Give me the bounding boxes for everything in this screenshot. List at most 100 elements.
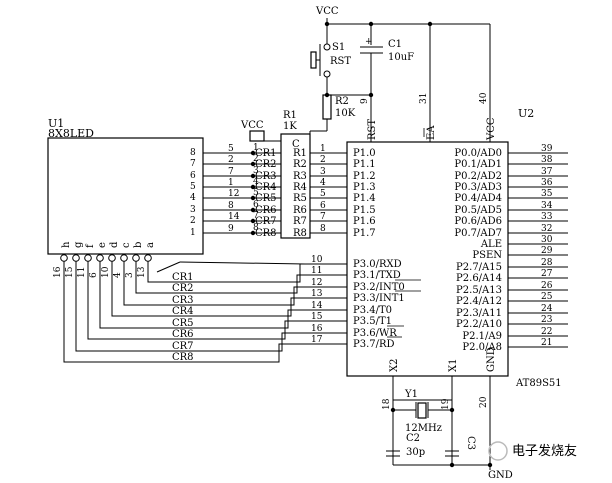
pin-number: 21 bbox=[541, 338, 552, 348]
pin-label: P2.3/A11 bbox=[456, 308, 502, 319]
pin-number: 5 bbox=[320, 189, 326, 199]
pin-terminal bbox=[144, 254, 152, 262]
pin-number: 12 bbox=[311, 278, 322, 288]
pin-number: 28 bbox=[541, 258, 553, 268]
pin-number: 2 bbox=[320, 155, 326, 165]
pin-label: P3.6/WR bbox=[353, 328, 397, 339]
rarray-common: C bbox=[292, 139, 300, 150]
pin-label: P3.1/TXD bbox=[353, 270, 401, 281]
led-row-pin: 2 bbox=[190, 216, 196, 226]
led-col-pin: 16 bbox=[53, 266, 63, 278]
pin-number: 9 bbox=[360, 98, 370, 104]
column-net-label: CR7 bbox=[172, 341, 194, 352]
led-conn-pin: 7 bbox=[228, 167, 234, 177]
pin-label: ALE bbox=[480, 239, 502, 250]
row-net-label: CR2 bbox=[255, 159, 277, 170]
led-name: 8X8LED bbox=[48, 127, 94, 140]
pin-label: EA bbox=[426, 125, 437, 140]
column-net-wire bbox=[111, 261, 305, 317]
pin-number: 6 bbox=[320, 201, 326, 211]
led-row-pin: 8 bbox=[190, 148, 196, 158]
led-col-pin: 3 bbox=[125, 272, 135, 278]
mcu-part: AT89S51 bbox=[515, 378, 562, 389]
pin-label: P3.4/T0 bbox=[353, 305, 392, 316]
pin-label: P1.7 bbox=[353, 228, 376, 239]
pin-label: P1.2 bbox=[353, 171, 376, 182]
rarray-pin: 7 bbox=[253, 211, 259, 221]
pin-number: 30 bbox=[541, 235, 553, 245]
pin-label: P2.2/A10 bbox=[456, 319, 502, 330]
pin-label: P0.3/AD3 bbox=[454, 182, 502, 193]
rarray-row-label: R4 bbox=[293, 182, 307, 193]
junction-dot bbox=[250, 207, 256, 213]
cr1-top-stub bbox=[179, 261, 306, 265]
led-conn-pin: 9 bbox=[228, 224, 234, 234]
led-conn-pin: 12 bbox=[228, 189, 239, 199]
junction-dot bbox=[427, 21, 433, 27]
led-col-letter: c bbox=[121, 242, 132, 248]
led-row-pin: 5 bbox=[190, 182, 196, 192]
pin-label: P0.4/AD4 bbox=[454, 193, 502, 204]
pin-label: P2.4/A12 bbox=[456, 296, 502, 307]
mcu-body bbox=[346, 141, 509, 377]
junction-dot bbox=[250, 150, 256, 156]
led-col-letter: b bbox=[133, 242, 144, 248]
resistor-r2 bbox=[322, 94, 332, 120]
rarray-row-label: R3 bbox=[293, 171, 307, 182]
led-row-pin: 3 bbox=[190, 205, 196, 215]
crystal-y1 bbox=[417, 402, 427, 419]
switch-contact bbox=[323, 70, 331, 78]
pin-number: 36 bbox=[541, 178, 553, 188]
column-net-label: CR4 bbox=[172, 306, 194, 317]
pin-number: 17 bbox=[311, 335, 323, 345]
pin-label: P1.3 bbox=[353, 182, 376, 193]
gnd-label: GND bbox=[488, 470, 513, 481]
pin-number: 20 bbox=[479, 396, 489, 408]
rarray-pin: 2 bbox=[253, 154, 259, 164]
led-col-letter: f bbox=[85, 243, 96, 248]
pin-number: 23 bbox=[541, 315, 553, 325]
pin-number: 33 bbox=[541, 212, 553, 222]
pin-number: 29 bbox=[541, 246, 553, 256]
pin-label: P0.6/AD6 bbox=[454, 216, 502, 227]
rarray-row-label: R2 bbox=[293, 159, 307, 170]
rarray-pin: 3 bbox=[253, 166, 259, 176]
crystal-label: Y1 bbox=[404, 389, 418, 400]
pin-number: 39 bbox=[541, 144, 553, 154]
c1-polarity: + bbox=[365, 37, 373, 47]
led-row-pin: 7 bbox=[190, 159, 196, 169]
pin-number: 25 bbox=[541, 292, 553, 302]
rarray-pin: 5 bbox=[253, 188, 259, 198]
pin-number: 31 bbox=[419, 93, 429, 104]
pin-terminal bbox=[96, 254, 104, 262]
pin-label: P0.1/AD1 bbox=[454, 159, 502, 170]
column-net-wire bbox=[99, 261, 305, 329]
led-conn-pin: 1 bbox=[228, 178, 234, 188]
junction-dot bbox=[250, 218, 256, 224]
column-net-label: CR2 bbox=[172, 283, 194, 294]
pin-terminal bbox=[108, 254, 116, 262]
junction-dot bbox=[250, 173, 256, 179]
pin-number: 22 bbox=[541, 327, 552, 337]
led-conn-pin: 14 bbox=[228, 212, 240, 222]
pin-label: X2 bbox=[389, 359, 400, 372]
pin-label: P1.5 bbox=[353, 205, 376, 216]
switch-button bbox=[310, 51, 317, 69]
rarray-value: 1K bbox=[283, 121, 297, 132]
pin-number: 16 bbox=[311, 324, 323, 334]
junction-dot bbox=[449, 462, 455, 468]
led-row-pin: 6 bbox=[190, 171, 196, 181]
pin-number: 35 bbox=[541, 189, 553, 199]
r2-label: R2 bbox=[335, 96, 349, 107]
led-conn-pin: 2 bbox=[228, 155, 234, 165]
column-net-wire bbox=[87, 261, 305, 340]
rarray-pin: 1 bbox=[253, 143, 259, 153]
column-net-label: CR5 bbox=[172, 318, 194, 329]
pin-label: P2.1/A9 bbox=[462, 331, 502, 342]
rarray-row-label: R6 bbox=[293, 205, 307, 216]
junction-dot bbox=[250, 195, 256, 201]
pin-number: 27 bbox=[541, 269, 553, 279]
pin-label: P0.5/AD5 bbox=[454, 205, 502, 216]
switch-contact bbox=[323, 43, 331, 51]
